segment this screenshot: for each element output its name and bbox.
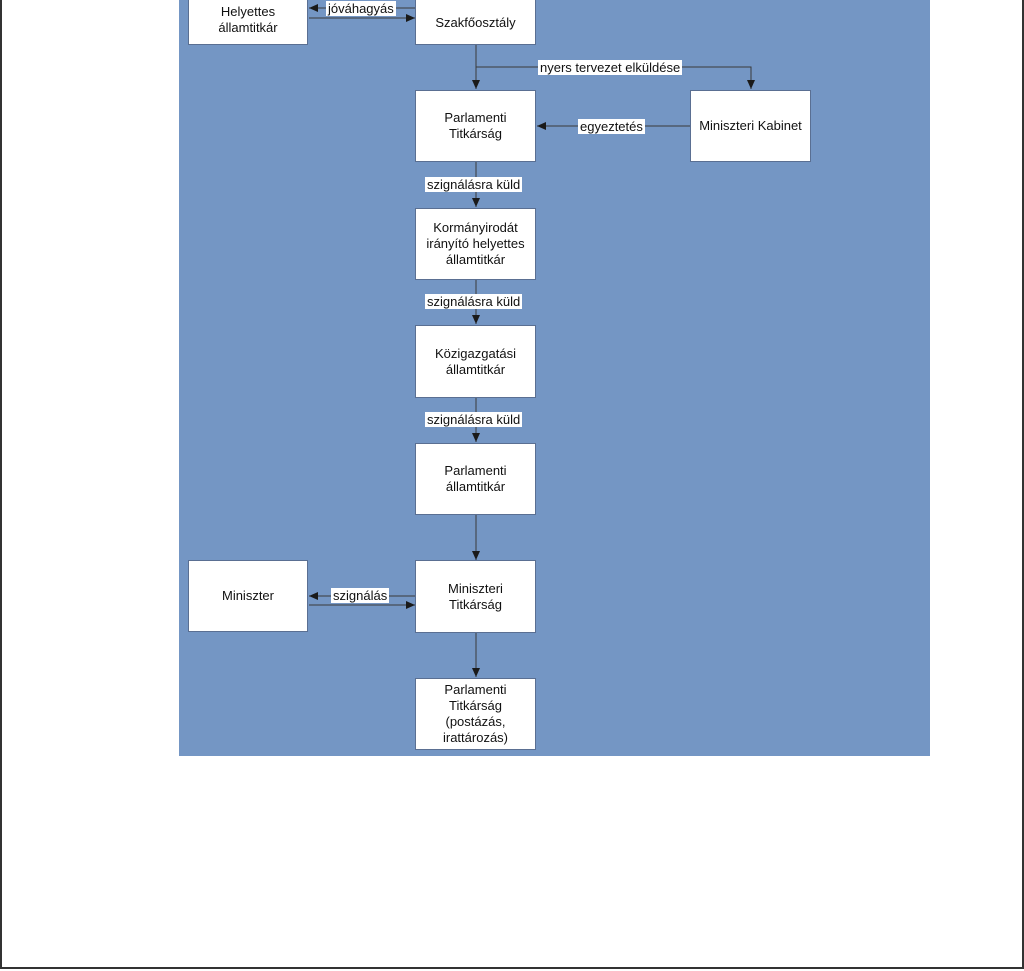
edge-label-szignalasra-3: szignálásra küld xyxy=(425,412,523,427)
node-miniszteri-kabinet: Miniszteri Kabinet xyxy=(690,90,811,162)
node-miniszteri-titkarsag: Miniszteri Titkárság xyxy=(415,560,536,633)
edge-label-szignalas: szignálás xyxy=(331,588,390,603)
node-label: Kormányirodát irányító helyettes államti… xyxy=(426,220,525,267)
edge-label-szignalasra-2: szignálásra küld xyxy=(425,294,523,309)
edge-label-szignalasra-1: szignálásra küld xyxy=(425,177,523,192)
node-label: Miniszter xyxy=(221,588,274,603)
node-label: Szakfőosztály xyxy=(435,14,516,30)
node-kormanyirodat-iranyito: Kormányirodát irányító helyettes államti… xyxy=(415,208,536,280)
node-label: Miniszteri Titkárság xyxy=(448,580,503,612)
node-label: Közigazgatási államtitkár xyxy=(435,345,516,377)
edge-label-nyers-tervezet: nyers tervezet elküldése xyxy=(538,60,683,75)
node-label: Helyettes államtitkár xyxy=(218,3,278,35)
node-helyettes-allamtitkar: Helyettes államtitkár xyxy=(188,0,308,45)
edge-label-egyeztetes: egyeztetés xyxy=(578,119,645,134)
node-miniszter: Miniszter xyxy=(188,560,308,632)
node-label: Parlamenti Titkárság (postázás, irattáro… xyxy=(442,682,509,745)
node-kozigazgatasi-allamtitkar: Közigazgatási államtitkár xyxy=(415,325,536,398)
node-szakfoosztaly: Szakfőosztály xyxy=(415,0,536,45)
node-parlamenti-titkarsag: Parlamenti Titkárság xyxy=(415,90,536,162)
node-parlamenti-titkarsag-postazas: Parlamenti Titkárság (postázás, irattáro… xyxy=(415,678,536,750)
node-label: Parlamenti államtitkár xyxy=(444,463,507,494)
node-parlamenti-allamtitkar: Parlamenti államtitkár xyxy=(415,443,536,515)
node-label: Miniszteri Kabinet xyxy=(699,118,802,133)
edge-label-jovahagyas: jóváhagyás xyxy=(326,1,396,16)
node-label: Parlamenti Titkárság xyxy=(444,110,507,141)
